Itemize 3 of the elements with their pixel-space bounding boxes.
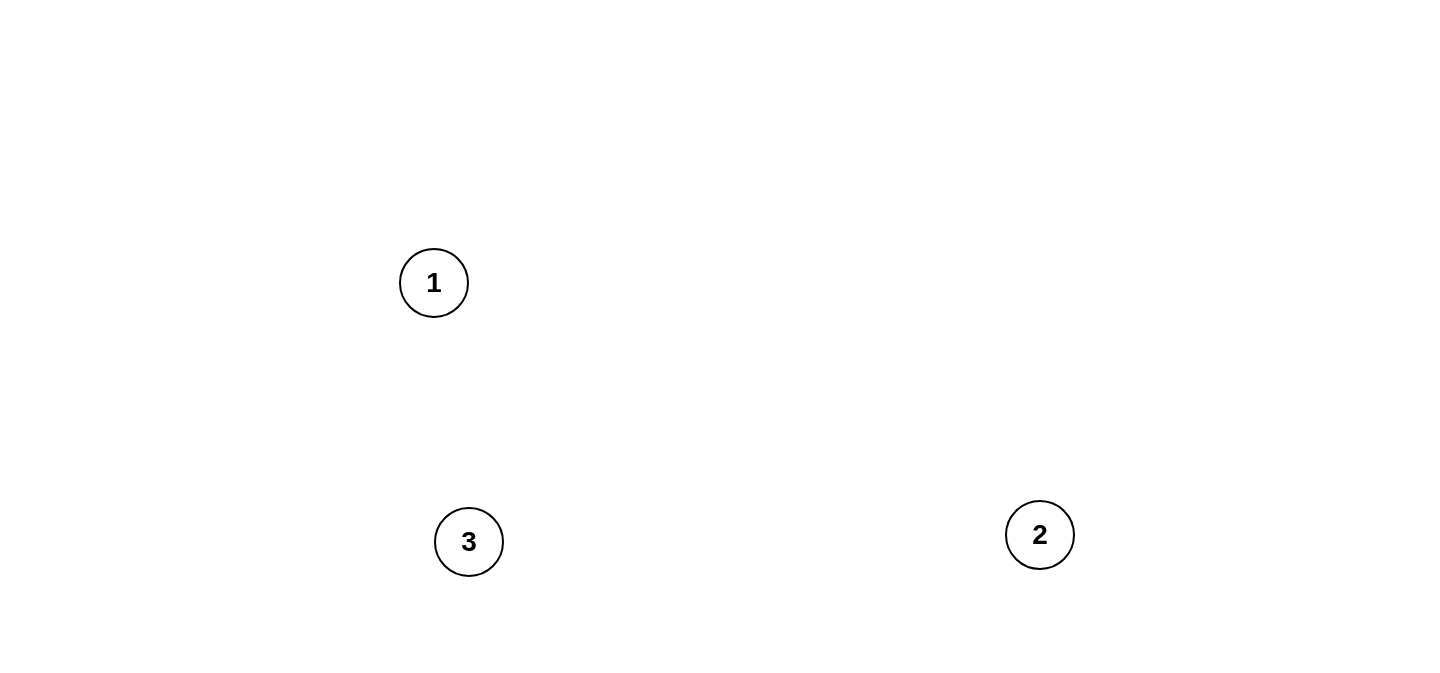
callout-number: 3: [461, 527, 477, 557]
callout-number: 1: [426, 268, 442, 298]
callout-number: 2: [1032, 520, 1048, 550]
